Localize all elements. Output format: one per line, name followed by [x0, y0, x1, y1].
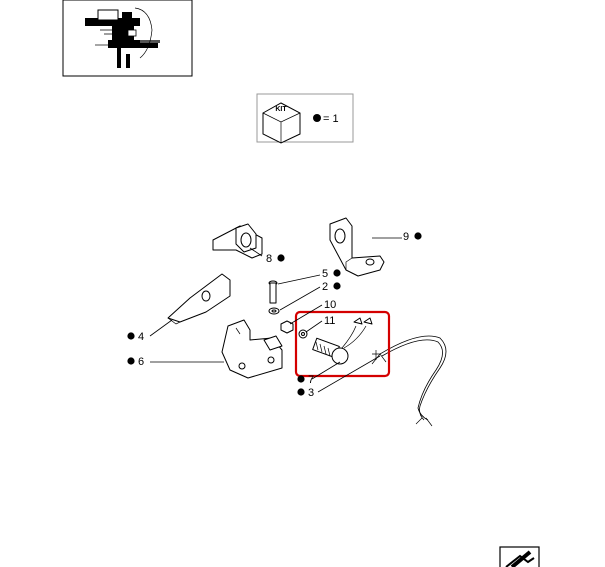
part-2-washer[interactable] — [268, 307, 280, 315]
part-7-switch[interactable] — [312, 317, 373, 365]
svg-text:7: 7 — [308, 374, 314, 386]
kit-legend: KIT = 1 — [256, 93, 354, 144]
svg-text:4: 4 — [138, 331, 144, 343]
svg-text:3: 3 — [308, 387, 314, 399]
callout-11[interactable]: 11 — [324, 315, 335, 327]
callout-7[interactable]: 7 — [297, 374, 314, 386]
kit-box-icon — [262, 102, 301, 144]
svg-text:11: 11 — [324, 315, 335, 327]
callout-5[interactable]: 5 — [322, 268, 341, 280]
svg-text:5: 5 — [322, 268, 328, 280]
svg-text:10: 10 — [324, 299, 336, 311]
callout-4[interactable]: 4 — [127, 331, 144, 343]
leader-lines — [149, 237, 402, 393]
part-4-bracket[interactable] — [167, 273, 231, 325]
part-5-bolt[interactable] — [268, 280, 278, 304]
svg-text:2: 2 — [322, 281, 328, 293]
callout-9[interactable]: 9 — [403, 231, 422, 243]
next-page-arrow-icon[interactable] — [499, 546, 540, 567]
part-8-bracket[interactable] — [212, 223, 263, 259]
part-3-harness[interactable] — [371, 335, 447, 427]
assembly-thumbnail-icon[interactable] — [62, 0, 193, 77]
kit-quantity: = 1 — [323, 113, 339, 125]
part-9-bracket[interactable] — [329, 217, 385, 277]
callout-3[interactable]: 3 — [297, 387, 314, 399]
svg-text:8: 8 — [266, 253, 272, 265]
callout-2[interactable]: 2 — [322, 281, 341, 293]
part-10-nut[interactable] — [280, 320, 294, 334]
part-11-washer[interactable] — [298, 329, 308, 339]
callout-10[interactable]: 10 — [324, 299, 336, 311]
kit-label: KIT — [275, 106, 287, 113]
svg-text:9: 9 — [403, 231, 409, 243]
part-6-bracket[interactable] — [221, 319, 283, 379]
kit-dot-icon — [313, 114, 321, 122]
svg-text:6: 6 — [138, 356, 144, 368]
highlight-box — [294, 310, 391, 378]
callout-6[interactable]: 6 — [127, 356, 144, 368]
callout-8[interactable]: 8 — [266, 253, 285, 265]
